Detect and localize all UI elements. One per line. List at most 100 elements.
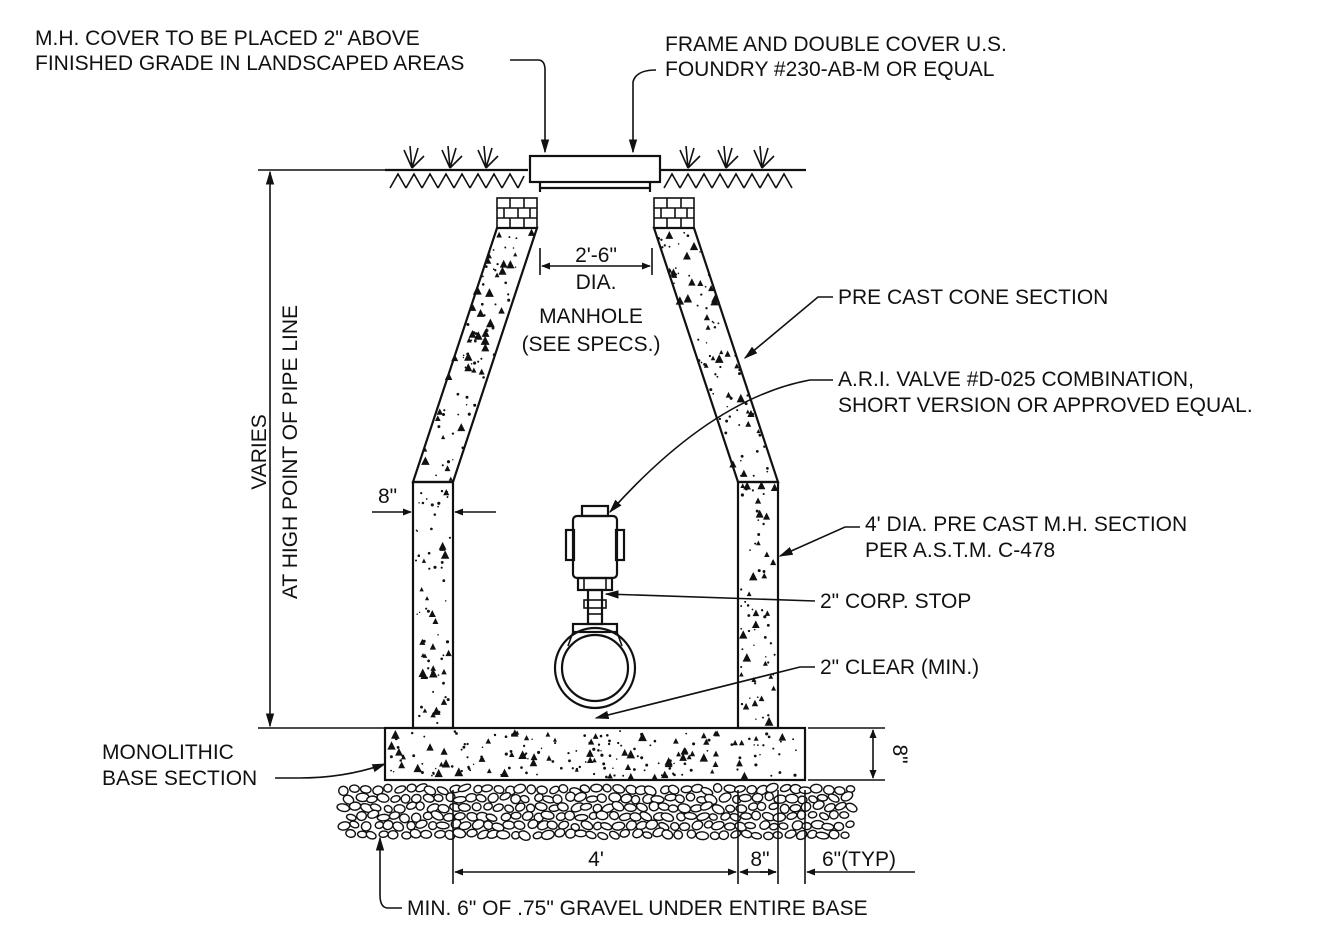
- aggregate-mark: [509, 751, 515, 758]
- aggregate-dot: [508, 236, 511, 239]
- aggregate-dot: [697, 338, 700, 341]
- dim-base-8in: [808, 727, 885, 781]
- aggregate-dot: [460, 748, 463, 751]
- aggregate-dot: [661, 246, 664, 249]
- aggregate-dot: [740, 588, 743, 591]
- aggregate-dot: [417, 554, 421, 557]
- aggregate-dot: [719, 365, 722, 369]
- gravel-stone: [527, 819, 539, 830]
- aggregate-mark: [468, 329, 477, 338]
- soil-hatch-right: [663, 172, 793, 189]
- aggregate-dot: [575, 749, 578, 752]
- gravel-stone: [673, 829, 684, 840]
- aggregate-mark: [703, 362, 709, 368]
- gravel-stone: [356, 810, 368, 822]
- gravel-stone: [466, 828, 478, 838]
- aggregate-mark: [441, 434, 446, 440]
- gravel-stone: [475, 793, 487, 803]
- aggregate-mark: [529, 758, 538, 767]
- aggregate-mark: [697, 279, 704, 286]
- aggregate-mark: [480, 335, 490, 345]
- aggregate-dot: [740, 459, 742, 462]
- aggregate-dot: [683, 231, 686, 234]
- aggregate-mark: [699, 753, 709, 762]
- aggregate-dot: [420, 491, 423, 495]
- gravel-stone: [383, 783, 393, 793]
- gravel-stone: [718, 830, 730, 841]
- aggregate-dot: [472, 763, 475, 766]
- aggregate-dot: [709, 388, 713, 392]
- gravel-stone: [661, 829, 674, 840]
- aggregate-dot: [747, 614, 751, 617]
- manhole-line-2: (SEE SPECS.): [522, 333, 661, 356]
- aggregate-dot: [608, 739, 611, 743]
- gravel-stone: [667, 804, 679, 813]
- gravel-stone: [632, 828, 644, 839]
- aggregate-dot: [441, 464, 444, 467]
- aggregate-dot: [444, 695, 447, 699]
- gravel-stone: [669, 821, 680, 832]
- aggregate-dot: [677, 243, 680, 245]
- gravel-stone: [518, 830, 531, 841]
- gravel-stone: [487, 792, 499, 804]
- aggregate-mark: [743, 481, 751, 490]
- aggregate-dot: [746, 394, 749, 397]
- aggregate-dot: [607, 742, 611, 746]
- aggregate-dot: [686, 234, 690, 238]
- aggregate-dot: [599, 734, 603, 738]
- aggregate-mark: [740, 469, 748, 477]
- gravel-stone: [623, 803, 637, 813]
- aggregate-dot: [392, 770, 395, 773]
- aggregate-dot: [481, 746, 484, 749]
- gravel-stone: [700, 786, 714, 796]
- gravel-stone: [738, 793, 753, 803]
- gravel-stone: [513, 783, 527, 794]
- aggregate-dot: [427, 667, 430, 670]
- aggregate-dot: [444, 600, 447, 602]
- dim-4ft-label: 4': [588, 848, 604, 871]
- aggregate-mark: [768, 674, 774, 679]
- gravel-stone: [540, 810, 555, 820]
- aggregate-mark: [530, 753, 538, 761]
- aggregate-mark: [670, 268, 677, 275]
- aggregate-dot: [434, 767, 437, 770]
- aggregate-mark: [422, 653, 428, 658]
- base-thickness-label: 8": [888, 744, 911, 763]
- aggregate-dot: [567, 751, 570, 755]
- aggregate-mark: [703, 314, 711, 321]
- gravel-stone: [828, 829, 840, 840]
- corp-stop-valve: [583, 588, 607, 626]
- aggregate-mark: [713, 730, 721, 737]
- aggregate-dot: [753, 754, 757, 758]
- callout-valve: A.R.I. VALVE #D-025 COMBINATION, SHORT V…: [838, 368, 1253, 417]
- aggregate-dot: [740, 493, 744, 497]
- aggregate-mark: [712, 761, 719, 767]
- dia-label: DIA.: [576, 271, 617, 294]
- gravel-stone: [840, 791, 854, 802]
- dim-bottom: [452, 790, 915, 884]
- aggregate-mark: [592, 733, 599, 739]
- leader-lines: [275, 59, 860, 909]
- monolithic-base: [383, 726, 807, 782]
- aggregate-mark: [624, 763, 632, 771]
- aggregate-mark: [734, 363, 740, 369]
- dim-8in-label: 8": [750, 848, 769, 871]
- aggregate-mark: [419, 638, 426, 645]
- gravel-stone: [382, 819, 394, 831]
- frame-cover-line-1: FRAME AND DOUBLE COVER U.S.: [665, 33, 1007, 56]
- aggregate-mark: [771, 685, 777, 691]
- aggregate-dot: [514, 266, 517, 268]
- gravel-stone: [557, 820, 570, 830]
- aggregate-dot: [700, 361, 703, 364]
- gravel-stone: [422, 793, 435, 803]
- aggregate-mark: [592, 757, 597, 763]
- aggregate-mark: [552, 737, 558, 742]
- aggregate-dot: [463, 742, 467, 746]
- aggregate-mark: [757, 481, 766, 490]
- aggregate-mark: [725, 391, 732, 398]
- gravel-stone: [828, 809, 839, 820]
- aggregate-mark: [429, 643, 437, 650]
- aggregate-dot: [726, 405, 729, 408]
- aggregate-mark: [751, 699, 759, 707]
- gravel-stone: [834, 801, 847, 811]
